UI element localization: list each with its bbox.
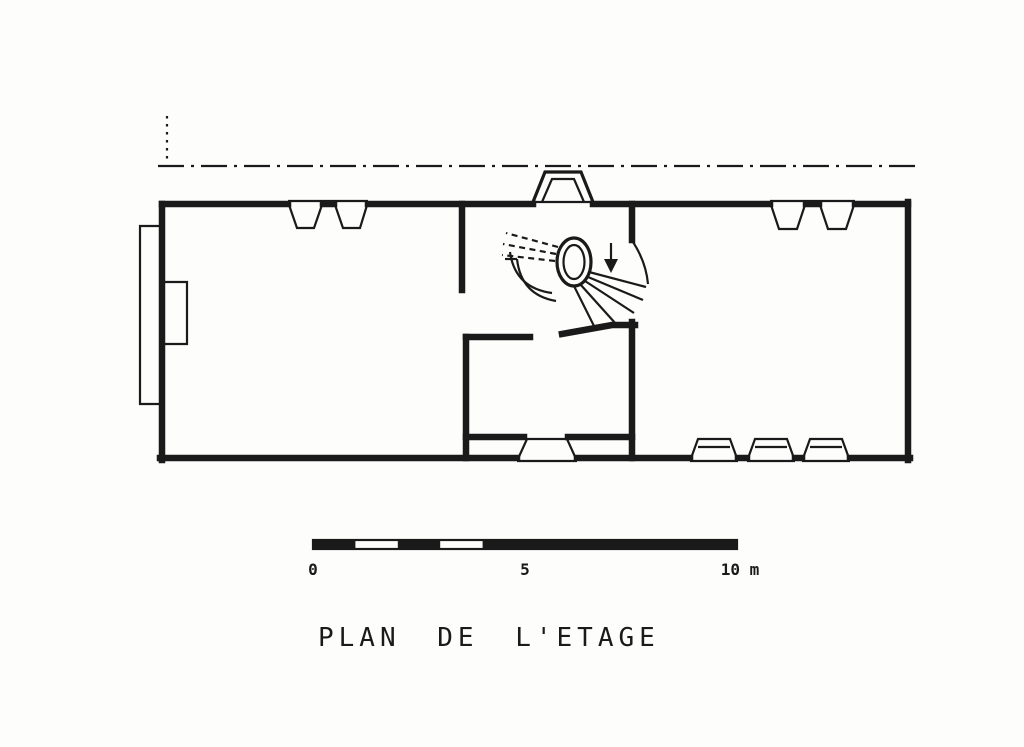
stair-newel-inner xyxy=(562,243,586,281)
scale-bar: 0 5 10 m xyxy=(308,538,760,579)
section-boundary-lines xyxy=(158,116,916,168)
window-bottom-right-2 xyxy=(745,437,797,463)
spiral-staircase xyxy=(501,231,650,331)
window-top-right xyxy=(768,199,857,231)
window-top-left xyxy=(286,199,370,230)
scale-label-mid: 5 xyxy=(520,560,530,579)
left-wall-projection xyxy=(138,224,189,406)
stair-direction-arrow-icon xyxy=(604,243,618,273)
window-bottom-centre xyxy=(515,437,579,463)
scale-label-start: 0 xyxy=(308,560,318,579)
drawing-title: PLAN DE L'ETAGE xyxy=(318,623,660,653)
window-bottom-right-1 xyxy=(688,437,740,463)
scale-label-end: 10 m xyxy=(721,560,760,579)
interior-walls xyxy=(458,200,639,462)
window-openings xyxy=(286,199,857,463)
chimney-niche xyxy=(163,280,189,346)
stair-tower xyxy=(531,170,595,204)
window-bottom-right-3 xyxy=(800,437,852,463)
